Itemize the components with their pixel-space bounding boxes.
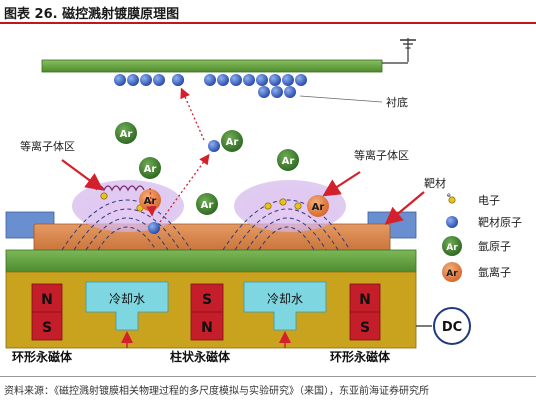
svg-text:Ar: Ar bbox=[144, 196, 157, 207]
right-magnet-pole-bottom: S bbox=[360, 320, 370, 336]
right-coolant-channel bbox=[243, 281, 327, 331]
left-plasma-region bbox=[72, 180, 184, 232]
callout-arrows bbox=[61, 159, 425, 225]
argon-atom-2: Ar bbox=[139, 157, 161, 179]
target-label: 靶材 bbox=[424, 176, 446, 190]
left-magnet-pole-top: N bbox=[41, 292, 53, 308]
right-coolant-label: 冷却水 bbox=[267, 292, 303, 306]
legend-item-argon-atom: Ar 氩原子 bbox=[442, 236, 511, 256]
left-magnet-pole-bottom: S bbox=[42, 320, 52, 336]
plasma-left-label: 等离子体区 bbox=[20, 139, 75, 153]
column-magnet-label: 柱状永磁体 bbox=[170, 349, 231, 364]
svg-text:电子: 电子 bbox=[478, 194, 500, 207]
legend-item-electron: e 电子 bbox=[447, 192, 500, 207]
ring-magnet-right-label: 环形永磁体 bbox=[330, 349, 391, 364]
center-magnet-pole-bottom: N bbox=[201, 320, 213, 336]
argon-ion-right: Ar bbox=[307, 195, 329, 217]
center-column-magnet bbox=[190, 283, 224, 341]
deposited-atoms bbox=[114, 74, 307, 98]
substrate-leader bbox=[299, 95, 383, 103]
figure-source: 资料来源：《磁控溅射镀膜相关物理过程的多尺度模拟与实验研究》（来国），东亚前海证… bbox=[4, 386, 429, 397]
svg-text:Ar: Ar bbox=[144, 164, 157, 175]
svg-text:氩原子: 氩原子 bbox=[478, 239, 511, 253]
dc-label: DC bbox=[442, 320, 462, 335]
argon-ion-left: Ar bbox=[139, 189, 161, 211]
electron-trajectory bbox=[95, 185, 145, 192]
left-ring-magnet bbox=[31, 283, 63, 341]
legend-item-target-atom: 靶材原子 bbox=[446, 215, 522, 229]
figure-title: 图表 26. 磁控溅射镀膜原理图 bbox=[4, 7, 180, 22]
dc-power-source bbox=[433, 307, 471, 345]
particle-paths bbox=[146, 87, 210, 223]
center-magnet-pole-top: S bbox=[202, 292, 212, 308]
svg-text:Ar: Ar bbox=[201, 200, 214, 211]
right-magnet-pole-top: N bbox=[359, 292, 371, 308]
argon-atom-3: Ar bbox=[221, 130, 243, 152]
legend: e 电子 靶材原子 Ar 氩原子 Ar 氩离子 bbox=[442, 192, 522, 282]
left-coolant-channel bbox=[85, 281, 169, 331]
backing-plate bbox=[5, 249, 417, 273]
ground-icon bbox=[400, 38, 416, 62]
plasma-right-label: 等离子体区 bbox=[354, 148, 409, 162]
substrate-plate bbox=[41, 59, 383, 73]
svg-text:氩离子: 氩离子 bbox=[478, 265, 511, 279]
svg-text:Ar: Ar bbox=[282, 156, 295, 167]
svg-text:Ar: Ar bbox=[446, 269, 458, 279]
svg-text:e: e bbox=[447, 192, 451, 199]
left-coolant-label: 冷却水 bbox=[109, 292, 145, 306]
magnetic-field-lines bbox=[61, 199, 351, 251]
title-rule bbox=[0, 22, 536, 24]
svg-text:Ar: Ar bbox=[312, 202, 325, 213]
svg-text:Ar: Ar bbox=[226, 137, 239, 148]
substrate-label: 衬底 bbox=[386, 95, 408, 109]
source-rule bbox=[0, 376, 536, 377]
argon-atom-4: Ar bbox=[277, 149, 299, 171]
right-ring-magnet bbox=[349, 283, 381, 341]
svg-text:靶材原子: 靶材原子 bbox=[478, 215, 522, 229]
svg-text:Ar: Ar bbox=[446, 243, 458, 253]
legend-item-argon-ion: Ar 氩离子 bbox=[442, 262, 511, 282]
svg-text:Ar: Ar bbox=[120, 129, 133, 140]
right-plasma-region bbox=[234, 180, 346, 232]
argon-atom-1: Ar bbox=[115, 122, 137, 144]
sputtered-atoms bbox=[148, 74, 220, 234]
coolant-flow-arrows bbox=[121, 331, 291, 348]
ring-magnet-left-label: 环形永磁体 bbox=[12, 349, 73, 364]
argon-atom-5: Ar bbox=[196, 193, 218, 215]
